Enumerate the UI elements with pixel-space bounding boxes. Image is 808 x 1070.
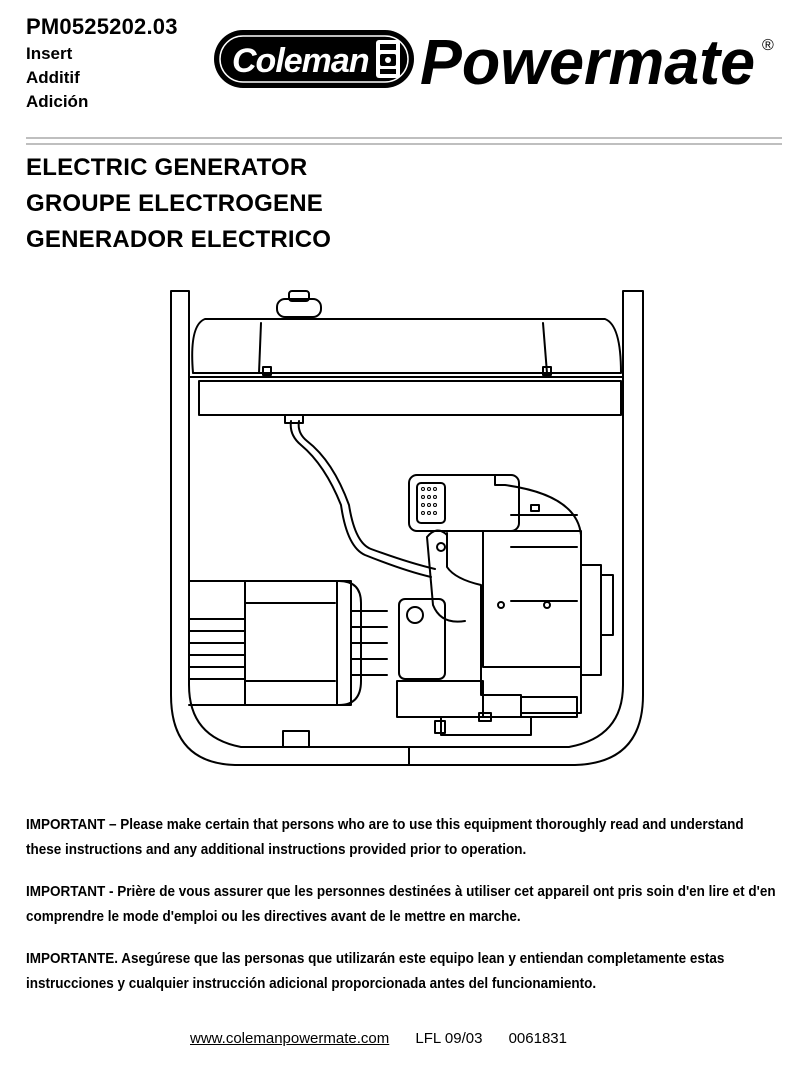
generator-illustration <box>170 290 644 766</box>
title-block: ELECTRIC GENERATOR GROUPE ELECTROGENE GE… <box>26 150 331 258</box>
notice-spanish: IMPORTANTE. Asegúrese que las personas q… <box>26 950 725 992</box>
insert-label-es: Adición <box>26 92 89 111</box>
footer: www.colemanpowermate.com LFL 09/03 00618… <box>190 1030 589 1047</box>
brand-coleman: Coleman <box>232 42 369 80</box>
notice-french: IMPORTANT - Prière de vous assurer que l… <box>26 883 776 925</box>
insert-label-en: Insert <box>26 44 73 63</box>
brand-powermate: Powermate <box>420 26 755 96</box>
footer-code: LFL 09/03 <box>415 1030 483 1047</box>
notice-english: IMPORTANT – Please make certain that per… <box>26 816 744 858</box>
website-link[interactable]: www.colemanpowermate.com <box>190 1030 390 1047</box>
insert-label-fr: Additif <box>26 68 80 87</box>
title-spanish: GENERADOR ELECTRICO <box>26 226 332 253</box>
part-block: PM0525202.03 Insert Additif Adición <box>26 14 178 114</box>
title-french: GROUPE ELECTROGENE <box>26 190 323 217</box>
title-english: ELECTRIC GENERATOR <box>26 154 308 181</box>
footer-doc-number: 0061831 <box>508 1030 567 1047</box>
lantern-icon <box>376 40 400 78</box>
header-divider-top <box>26 137 782 139</box>
part-number: PM0525202.03 <box>26 14 178 39</box>
important-notices: IMPORTANT – Please make certain that per… <box>26 812 786 1013</box>
header-divider-bottom <box>26 143 782 145</box>
coleman-powermate-logo: Coleman Powermate ® <box>214 26 774 96</box>
registered-mark: ® <box>762 37 774 54</box>
